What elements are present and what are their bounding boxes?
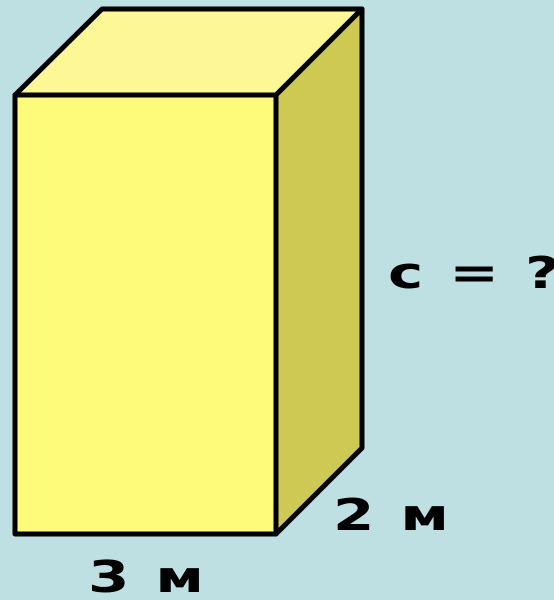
width-label: 3 м — [88, 552, 207, 600]
depth-label: 2 м — [333, 490, 452, 541]
height-label: с = ? — [388, 248, 554, 299]
side-face — [273, 6, 365, 537]
front-face — [12, 92, 279, 537]
